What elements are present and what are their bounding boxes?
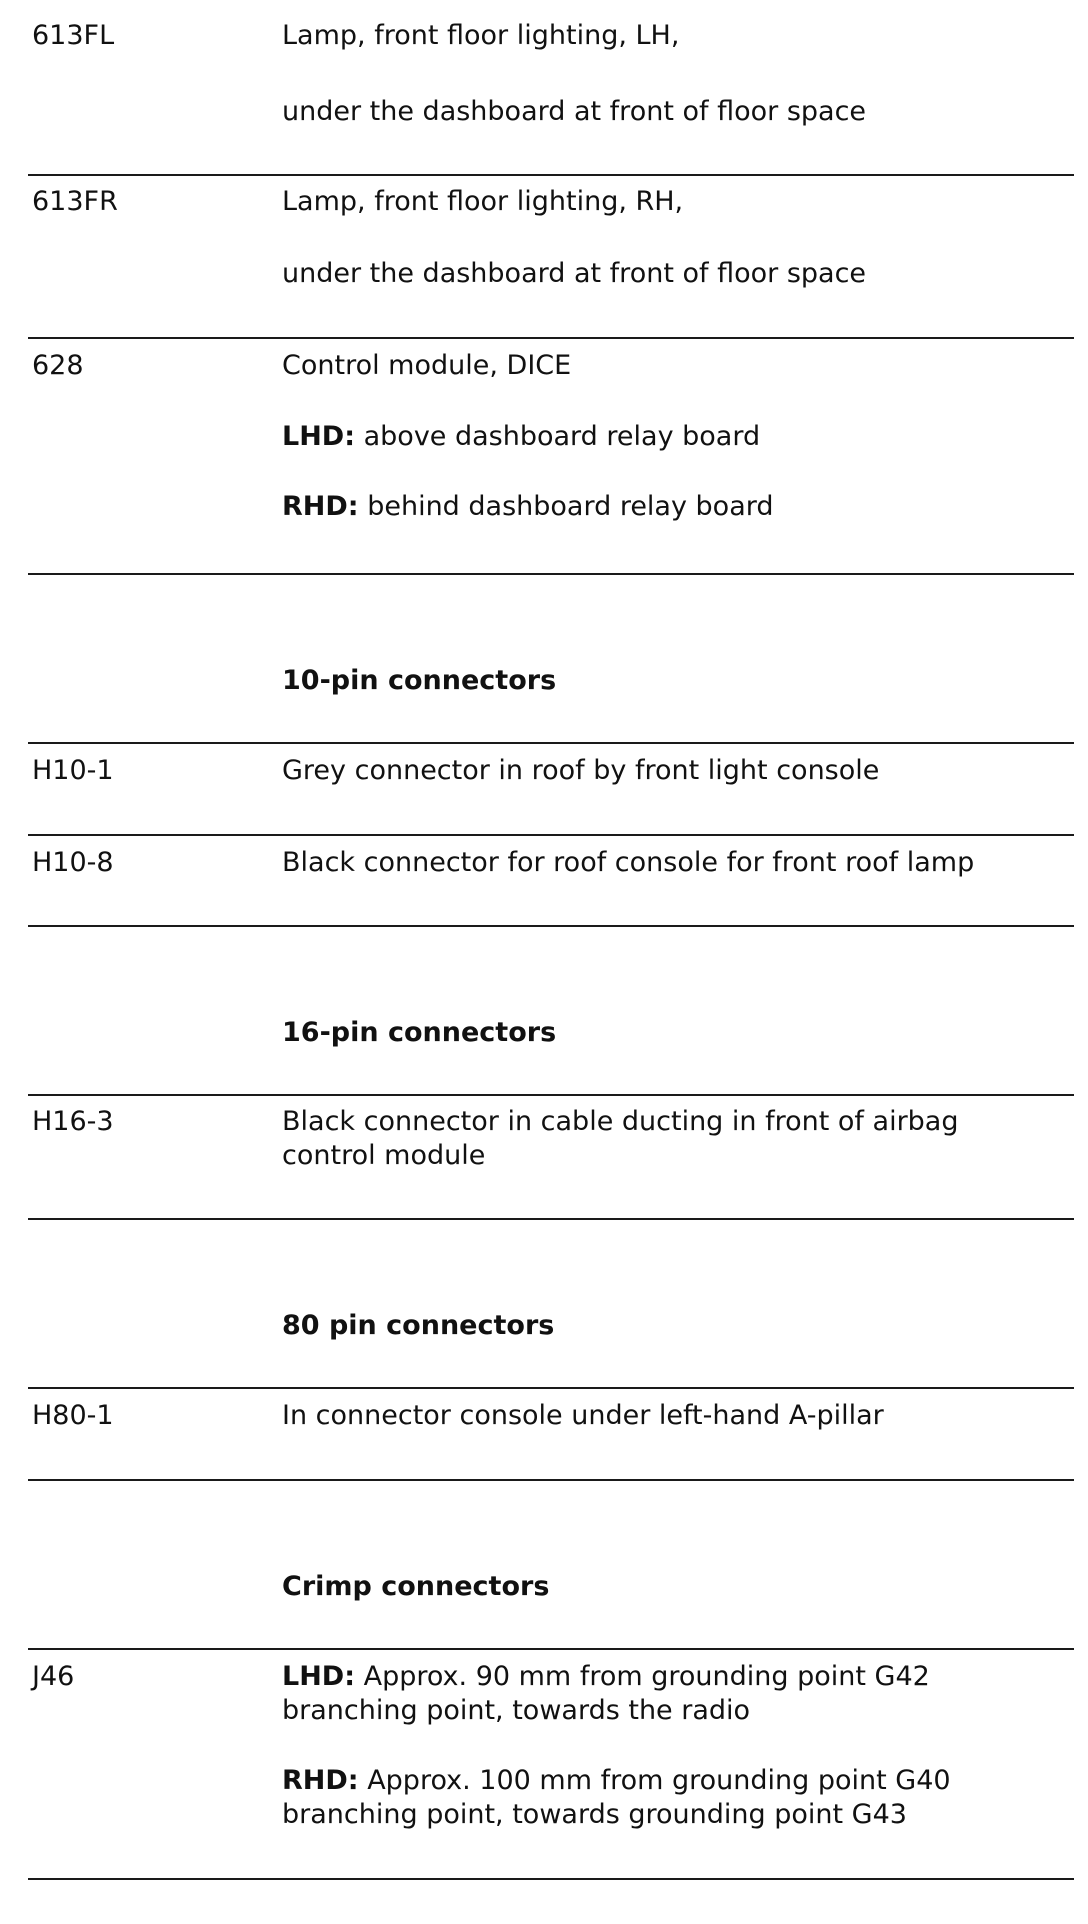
connector-code: H10-1	[32, 755, 114, 786]
component-code: 613FL	[32, 20, 115, 51]
row-divider	[28, 573, 1074, 575]
rhd-location: RHD: Approx. 100 mm from grounding point…	[282, 1765, 951, 1797]
row-divider	[28, 1878, 1074, 1880]
row-divider	[28, 1479, 1074, 1481]
row-divider	[28, 1387, 1074, 1389]
rhd-location: RHD: behind dashboard relay board	[282, 491, 774, 523]
connector-description: Black connector for roof console for fro…	[282, 847, 975, 878]
connector-code: H10-8	[32, 847, 114, 878]
lhd-text: Approx. 90 mm from grounding point G42	[363, 1661, 930, 1692]
row-divider	[28, 925, 1074, 927]
rhd-location-cont: branching point, towards grounding point…	[282, 1799, 907, 1830]
row-divider	[28, 1218, 1074, 1220]
section-heading: 16-pin connectors	[282, 1017, 557, 1048]
component-location: under the dashboard at front of floor sp…	[282, 258, 867, 289]
connector-description: In connector console under left-hand A-p…	[282, 1400, 884, 1431]
component-code: 613FR	[32, 186, 118, 217]
component-description: Lamp, front floor lighting, LH,	[282, 20, 680, 51]
connector-description: Black connector in cable ducting in fron…	[282, 1106, 959, 1137]
section-heading: 80 pin connectors	[282, 1310, 555, 1341]
lhd-location: LHD: Approx. 90 mm from grounding point …	[282, 1661, 930, 1693]
lhd-label: LHD:	[282, 421, 356, 452]
row-divider	[28, 174, 1074, 176]
lhd-location-cont: branching point, towards the radio	[282, 1695, 751, 1726]
connector-code: J46	[32, 1661, 75, 1692]
section-heading: Crimp connectors	[282, 1571, 550, 1602]
lhd-label: LHD:	[282, 1661, 356, 1692]
rhd-label: RHD:	[282, 491, 359, 522]
component-description: Lamp, front floor lighting, RH,	[282, 186, 684, 217]
lhd-text: above dashboard relay board	[363, 421, 761, 452]
row-divider	[28, 1648, 1074, 1650]
rhd-text: Approx. 100 mm from grounding point G40	[367, 1765, 951, 1796]
component-location: under the dashboard at front of floor sp…	[282, 96, 867, 127]
connector-description: Grey connector in roof by front light co…	[282, 755, 880, 786]
component-description: Control module, DICE	[282, 350, 572, 381]
section-heading: 10-pin connectors	[282, 665, 557, 696]
rhd-label: RHD:	[282, 1765, 359, 1796]
connector-code: H16-3	[32, 1106, 114, 1137]
row-divider	[28, 834, 1074, 836]
component-code: 628	[32, 350, 84, 381]
row-divider	[28, 742, 1074, 744]
rhd-text: behind dashboard relay board	[367, 491, 774, 522]
row-divider	[28, 1094, 1074, 1096]
lhd-location: LHD: above dashboard relay board	[282, 421, 760, 453]
row-divider	[28, 337, 1074, 339]
connector-description-cont: control module	[282, 1140, 486, 1171]
connector-code: H80-1	[32, 1400, 114, 1431]
